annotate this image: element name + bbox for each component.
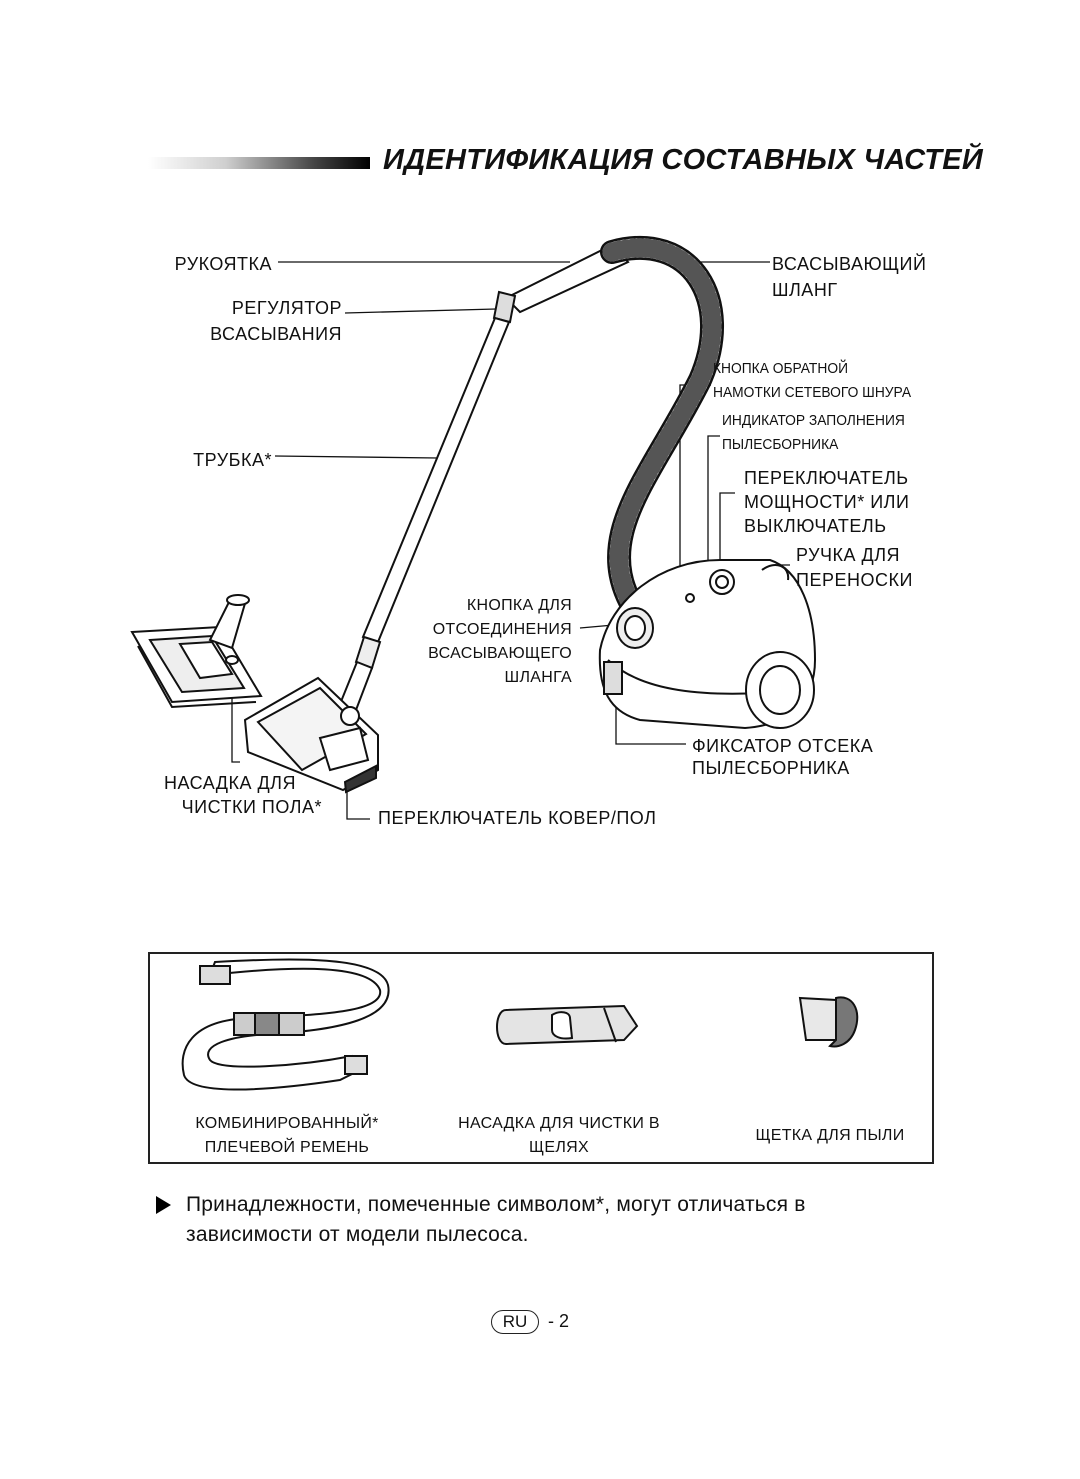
label-hose-line1: ВСАСЫВАЮЩИЙ — [772, 254, 927, 274]
label-carpet-floor-switch: ПЕРЕКЛЮЧАТЕЛЬ КОВЕР/ПОЛ — [378, 808, 657, 828]
label-hose-line2: ШЛАНГ — [772, 280, 838, 300]
label-hose-release-line4: ШЛАНГА — [504, 669, 572, 686]
accessory-crevice-label-line1: НАСАДКА ДЛЯ ЧИСТКИ В — [458, 1115, 660, 1132]
accessory-strap-label-line1: КОМБИНИРОВАННЫЙ* — [195, 1115, 379, 1132]
label-dust-cover-latch-line1: ФИКСАТОР ОТСЕКА — [692, 736, 874, 756]
label-cord-rewind-line1: КНОПКА ОБРАТНОЙ — [713, 360, 848, 377]
dusting-brush-drawing — [798, 996, 859, 1048]
label-dust-indicator-line2: ПЫЛЕСБОРНИКА — [722, 436, 839, 453]
label-cord-rewind-line2: НАМОТКИ СЕТЕВОГО ШНУРА — [713, 384, 912, 401]
label-hose-release-line1: КНОПКА ДЛЯ — [466, 597, 572, 614]
label-carry-handle-line2: ПЕРЕНОСКИ — [796, 570, 913, 590]
note-text: Принадлежности, помеченные символом*, мо… — [186, 1193, 806, 1246]
page-number: - 2 — [548, 1311, 570, 1331]
title-gradient-bar — [148, 157, 370, 169]
attached-nozzle-drawing — [243, 676, 379, 794]
tube-drawing — [338, 243, 630, 712]
floor-nozzle-drawing — [130, 594, 263, 709]
crevice-tool-drawing — [496, 1004, 639, 1046]
label-power-switch-line1: ПЕРЕКЛЮЧАТЕЛЬ — [744, 468, 909, 488]
label-dust-indicator-line1: ИНДИКАТОР ЗАПОЛНЕНИЯ — [722, 412, 905, 429]
label-hose-release-line3: ВСАСЫВАЮЩЕГО — [428, 645, 572, 662]
shoulder-strap-drawing — [181, 958, 390, 1091]
label-tube: ТРУБКА* — [193, 450, 272, 470]
note-bullet-icon — [156, 1196, 171, 1214]
accessory-crevice-label-line2: ЩЕЛЯХ — [529, 1139, 589, 1156]
page-language-badge: RU — [491, 1310, 539, 1334]
label-power-switch-line3: ВЫКЛЮЧАТЕЛЬ — [744, 516, 887, 536]
vacuum-body-drawing — [598, 559, 817, 730]
accessory-strap-label-line2: ПЛЕЧЕВОЙ РЕМЕНЬ — [204, 1139, 370, 1156]
label-suction-regulator-line2: ВСАСЫВАНИЯ — [210, 324, 342, 344]
label-power-switch-line2: МОЩНОСТИ* ИЛИ — [744, 492, 910, 512]
label-floor-nozzle-line1: НАСАДКА ДЛЯ — [163, 773, 296, 793]
label-handle: РУКОЯТКА — [174, 254, 272, 274]
label-floor-nozzle-line2: ЧИСТКИ ПОЛА* — [181, 797, 322, 817]
label-suction-regulator-line1: РЕГУЛЯТОР — [231, 298, 342, 318]
hose-drawing — [600, 235, 724, 630]
page-title: ИДЕНТИФИКАЦИЯ СОСТАВНЫХ ЧАСТЕЙ — [383, 144, 984, 176]
label-carry-handle-line1: РУЧКА ДЛЯ — [796, 545, 901, 565]
accessory-dust-brush-label: ЩЕТКА ДЛЯ ПЫЛИ — [755, 1127, 905, 1144]
accessories-panel — [148, 952, 934, 1164]
label-hose-release-line2: ОТСОЕДИНЕНИЯ — [432, 621, 572, 638]
label-dust-cover-latch-line2: ПЫЛЕСБОРНИКА — [692, 758, 850, 778]
